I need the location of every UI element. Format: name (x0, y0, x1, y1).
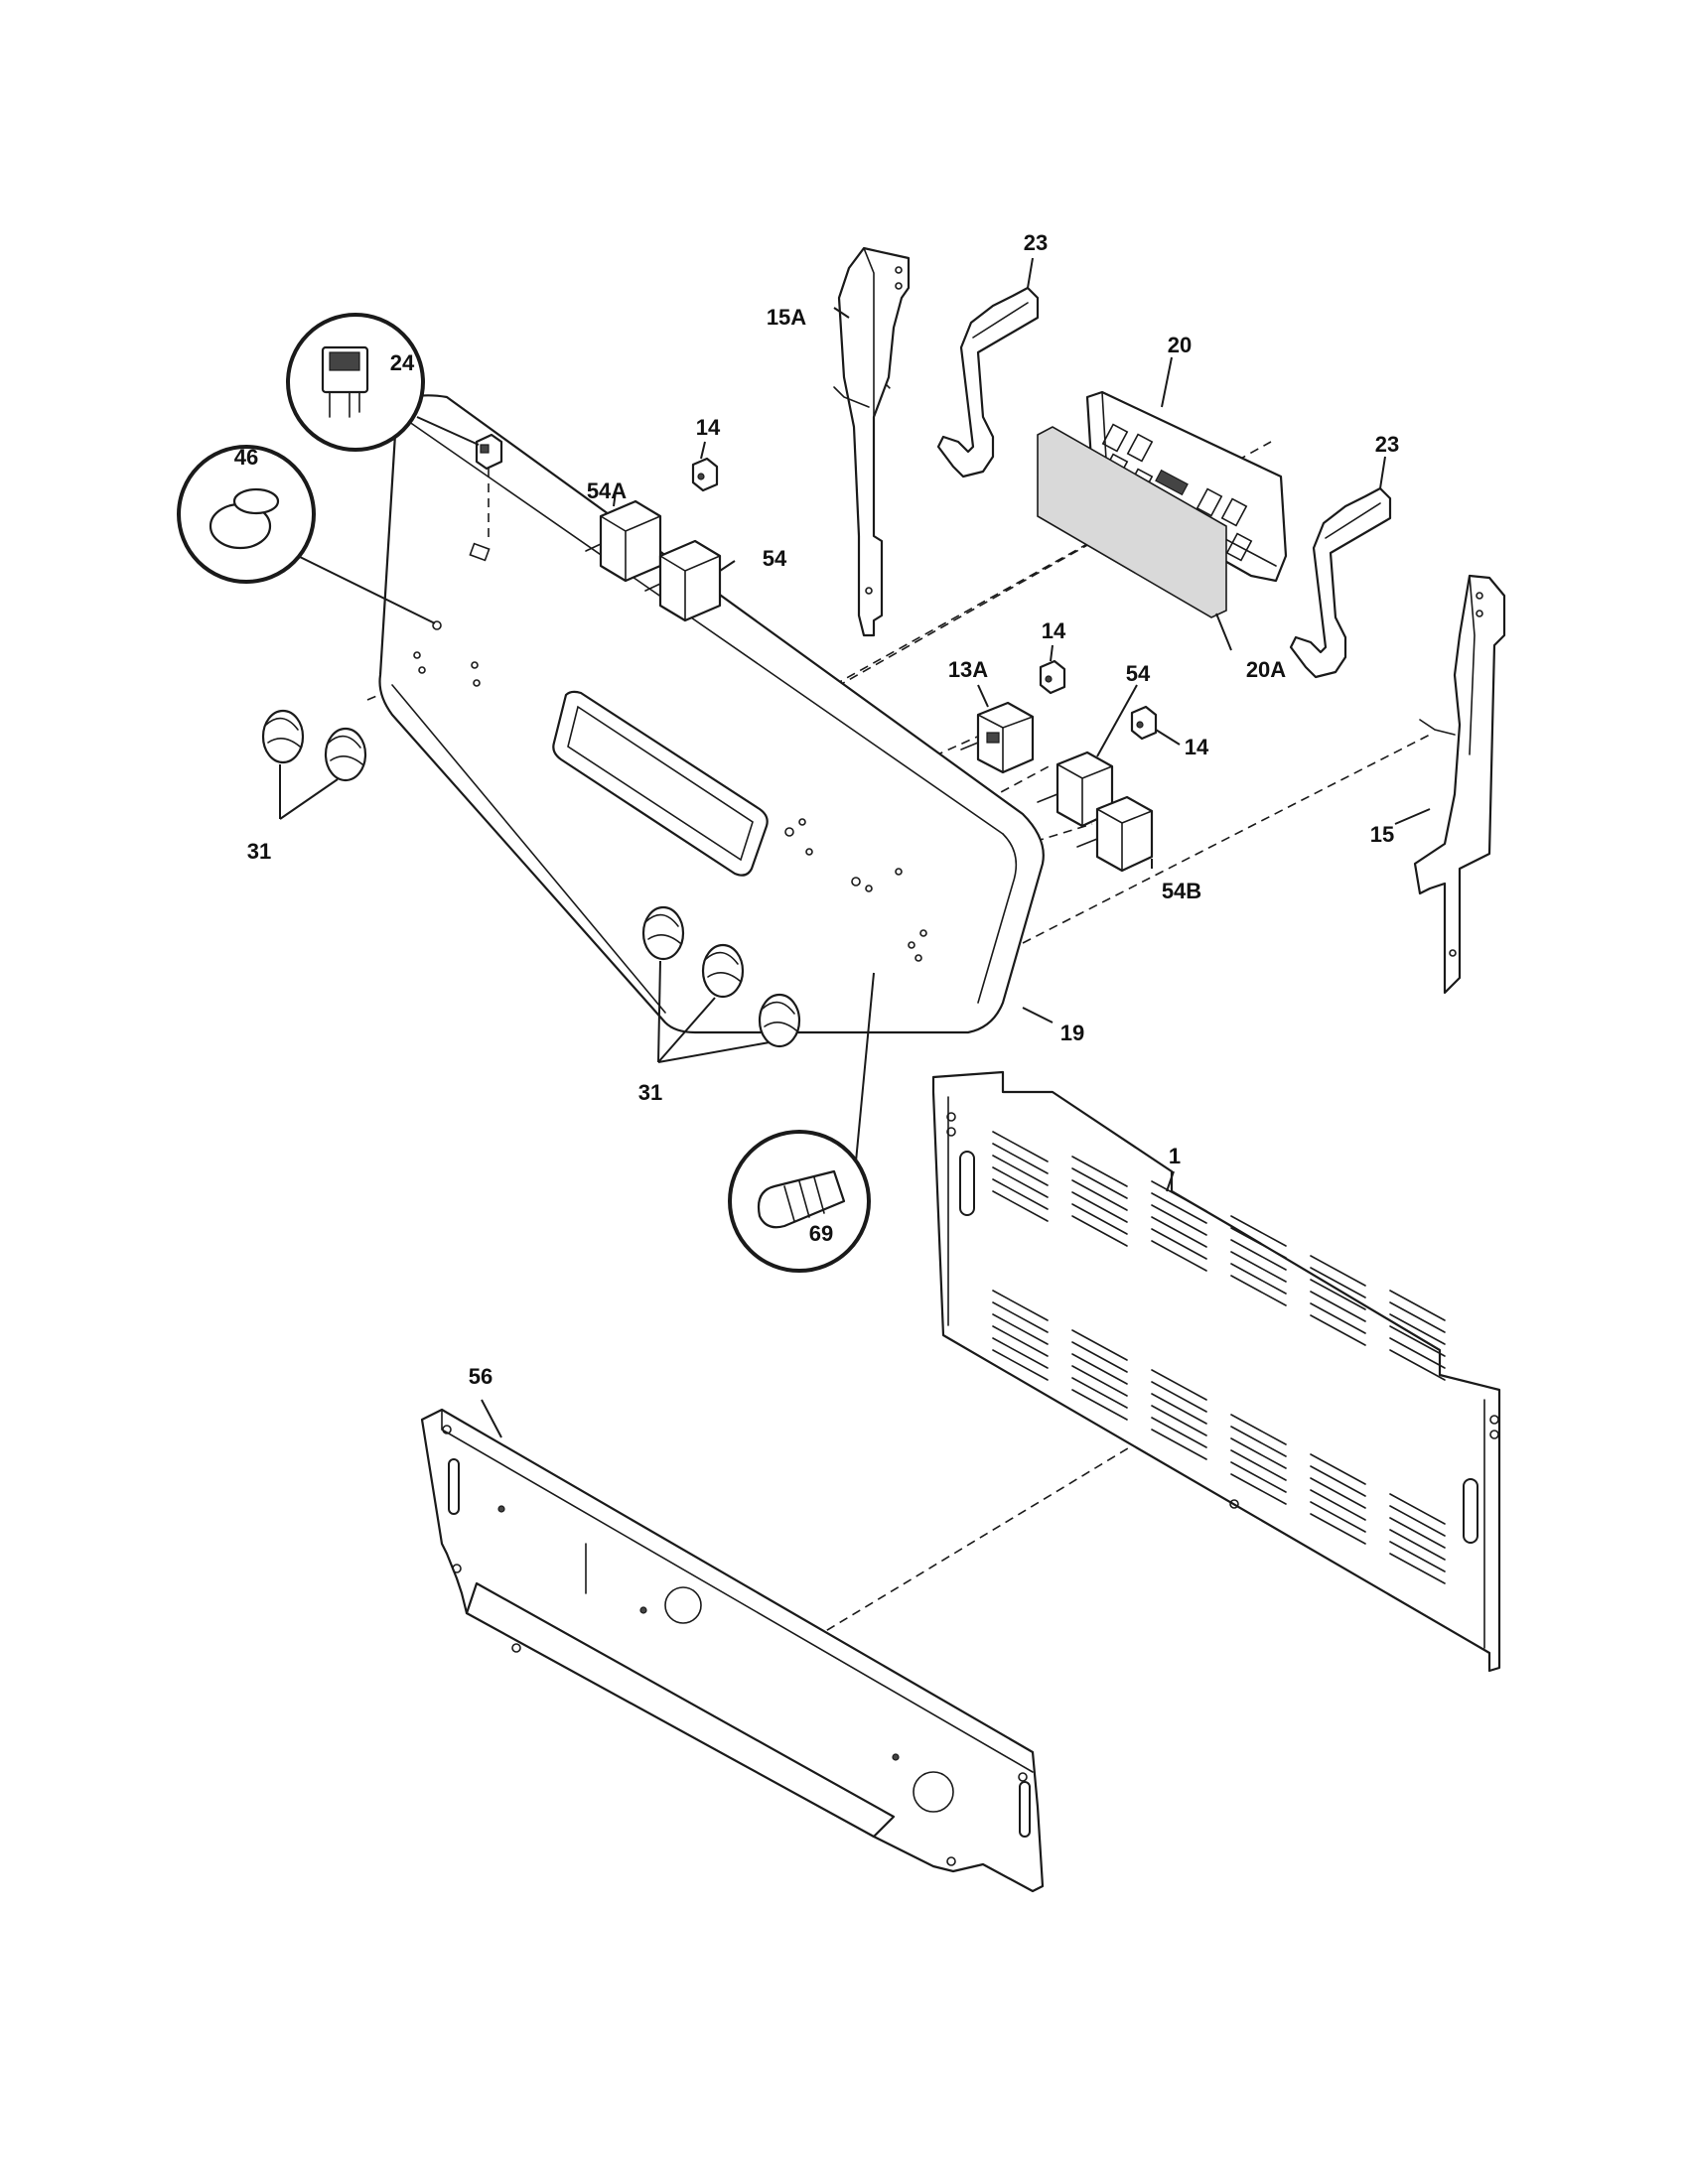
knobs-part-31 (261, 709, 801, 1048)
label-56: 56 (469, 1364, 492, 1389)
label-15A: 15A (767, 305, 806, 330)
rocker-switch-small (475, 433, 503, 541)
knob-1 (261, 709, 305, 764)
callout-46 (177, 445, 436, 624)
label-46: 46 (234, 445, 258, 470)
label-23-lower: 23 (1375, 432, 1399, 457)
label-15: 15 (1370, 822, 1394, 847)
lower-bracket-part-56 (420, 1408, 1045, 1893)
lights-part-14 (691, 457, 1158, 741)
panel-holes (413, 620, 927, 962)
label-1: 1 (1169, 1144, 1181, 1168)
side-bracket-part-15A (833, 246, 911, 637)
back-panel-part-1 (931, 1070, 1501, 1673)
knob-2 (324, 727, 367, 782)
vent-slots-lower (992, 1290, 1446, 1584)
label-14-middle: 14 (1042, 618, 1066, 643)
label-54-lower: 54 (1126, 661, 1151, 686)
knob-4 (701, 943, 745, 999)
callout-69 (728, 972, 875, 1273)
control-panel-part-19 (378, 394, 1045, 1034)
label-31-right: 31 (638, 1080, 662, 1105)
switch-54B (1076, 795, 1154, 873)
label-14-upper: 14 (696, 415, 721, 440)
callout-24 (286, 313, 480, 452)
switch-13A (960, 701, 1035, 774)
bracket-part-23-upper (936, 286, 1040, 478)
bracket-part-23-lower (1289, 486, 1392, 679)
label-19: 19 (1060, 1021, 1084, 1045)
overlay-part-20A (1037, 426, 1227, 618)
switch-54-upper (644, 539, 722, 622)
label-14-right: 14 (1185, 735, 1209, 759)
part-labels: 1 13A 14 14 14 15 15A 19 20 20A 23 23 24… (234, 230, 1399, 1389)
label-69: 69 (809, 1221, 833, 1246)
label-31-left: 31 (247, 839, 271, 864)
label-20: 20 (1168, 333, 1192, 357)
label-54A: 54A (587, 478, 627, 503)
vent-slots-upper (992, 1131, 1446, 1381)
label-20A: 20A (1246, 657, 1286, 682)
label-23-upper: 23 (1024, 230, 1048, 255)
knob-3 (641, 905, 685, 961)
label-54B: 54B (1162, 879, 1201, 903)
label-54-upper: 54 (763, 546, 787, 571)
label-24: 24 (390, 350, 415, 375)
switch-54A (585, 499, 662, 583)
label-13A: 13A (948, 657, 988, 682)
knob-5 (758, 993, 801, 1048)
label-leaders (279, 257, 1431, 1438)
side-bracket-part-15 (1413, 574, 1506, 995)
